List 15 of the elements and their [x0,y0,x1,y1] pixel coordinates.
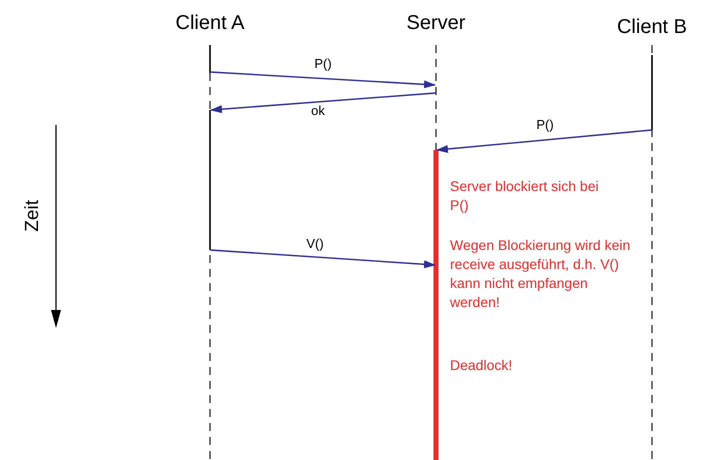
message-arrow [210,71,436,88]
edge-label: P() [314,56,332,71]
edge-label: ok [311,103,325,118]
message-arrow [436,129,652,153]
edge-label: P() [536,117,554,132]
message-arrow [210,92,436,114]
axis-label: Zeit [22,200,44,232]
note-text: Server blockiert sich bei P() [450,177,600,215]
message-arrow [210,249,436,268]
note-text: Wegen Blockierung wird kein receive ausgeführt, d.h. V() kann nicht empfangen werden! [450,236,632,312]
lifeline-heading: Client B [616,16,688,39]
lifeline-heading: Server [406,12,466,35]
edge-label: V() [306,236,324,251]
note-text: Deadlock! [450,356,514,375]
lifeline-heading: Client A [176,12,244,35]
